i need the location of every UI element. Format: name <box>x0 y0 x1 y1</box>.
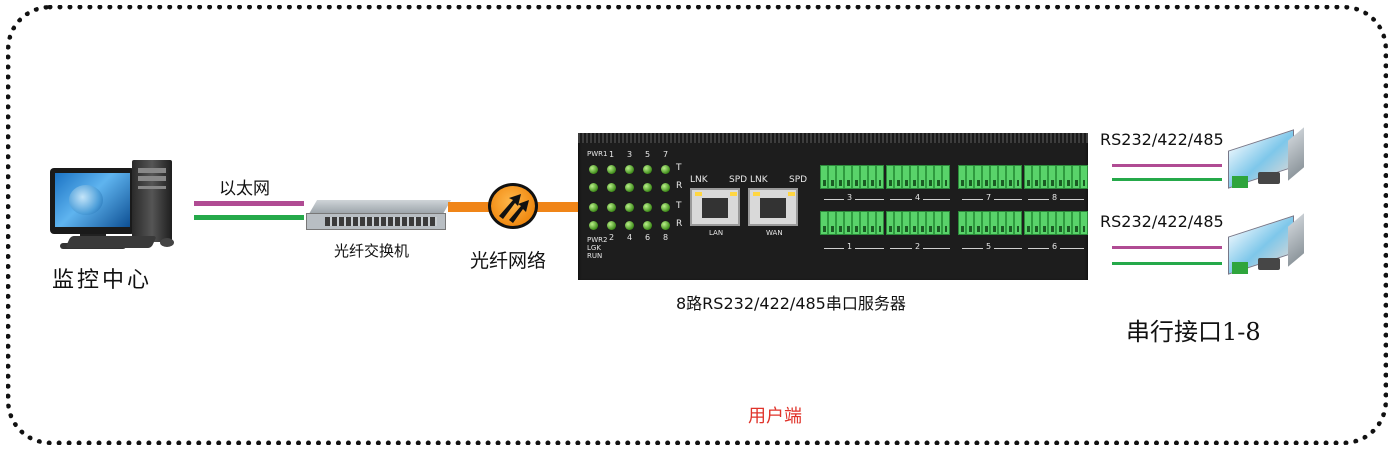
lan-lnk-label: LNK <box>690 175 708 185</box>
led-number-top-1: 1 <box>609 150 615 159</box>
terminal-label-1: 1 <box>844 242 856 251</box>
server-name-label: 8路RS232/422/485串口服务器 <box>676 294 906 313</box>
terminal-block <box>958 211 1022 235</box>
fiber-switch-label: 光纤交换机 <box>334 242 410 260</box>
monitor-center-label: 监控中心 <box>52 268 153 293</box>
serial-top-label: RS232/422/485 <box>1100 130 1224 149</box>
serial-line-purple-top <box>1112 164 1222 167</box>
wan-lnk-label: LNK <box>750 175 768 185</box>
led <box>607 165 616 174</box>
led <box>643 221 652 230</box>
led <box>589 183 598 192</box>
terminal-block <box>1024 211 1088 235</box>
terminal-block <box>1024 165 1088 189</box>
terminal-label-5: 5 <box>983 242 995 251</box>
led <box>643 183 652 192</box>
terminal-label-2: 2 <box>912 242 924 251</box>
led <box>589 165 598 174</box>
keyboard <box>65 236 157 248</box>
ethernet-line-green <box>194 215 304 220</box>
led-label-lgk: LGK <box>587 244 601 252</box>
led <box>607 221 616 230</box>
led-number-bottom-6: 6 <box>645 233 651 242</box>
serial-line-green-bottom <box>1112 262 1222 265</box>
wan-port-label: WAN <box>766 229 783 237</box>
led <box>661 165 670 174</box>
led-label-run: RUN <box>587 252 603 260</box>
user-end-label: 用户端 <box>748 406 802 427</box>
fiber-network-icon <box>488 183 538 229</box>
led <box>625 165 634 174</box>
led-label-r2: R <box>676 219 683 229</box>
diagram-frame <box>6 5 1388 445</box>
pc-tower <box>132 160 172 242</box>
mouse <box>160 238 174 247</box>
terminal-label-7: 7 <box>983 193 995 202</box>
wan-port <box>748 188 798 226</box>
led <box>625 221 634 230</box>
serial-line-green-top <box>1112 178 1222 181</box>
led <box>661 221 670 230</box>
serial-converter-icon <box>1222 213 1310 275</box>
fiber-switch-top <box>308 200 452 214</box>
serial-ports-label: 串行接口1-8 <box>1126 318 1261 346</box>
led <box>625 203 634 212</box>
led-number-bottom-8: 8 <box>663 233 669 242</box>
led-number-top-3: 3 <box>627 150 633 159</box>
terminal-block <box>886 211 950 235</box>
led-label-t1: T <box>676 163 682 173</box>
lan-spd-label: SPD <box>729 175 748 185</box>
terminal-block <box>820 211 884 235</box>
led-label-r1: R <box>676 181 683 191</box>
led <box>589 203 598 212</box>
serial-converter-icon <box>1222 127 1310 189</box>
led <box>661 183 670 192</box>
led <box>589 221 598 230</box>
lan-port-label: LAN <box>709 229 724 237</box>
fiber-network-label: 光纤网络 <box>470 250 547 272</box>
led <box>607 203 616 212</box>
terminal-block <box>886 165 950 189</box>
terminal-label-6: 6 <box>1049 242 1061 251</box>
monitor <box>50 168 135 234</box>
led-number-bottom-4: 4 <box>627 233 633 242</box>
terminal-label-3: 3 <box>844 193 856 202</box>
terminal-label-8: 8 <box>1049 193 1061 202</box>
led <box>661 203 670 212</box>
terminal-block <box>820 165 884 189</box>
led <box>643 165 652 174</box>
ethernet-label: 以太网 <box>219 179 270 199</box>
serial-line-purple-bottom <box>1112 246 1222 249</box>
led-number-top-7: 7 <box>663 150 669 159</box>
led <box>643 203 652 212</box>
fiber-switch-icon <box>306 213 446 230</box>
led-label-pwr1: PWR1 <box>587 150 608 158</box>
led-number-bottom-2: 2 <box>609 233 615 242</box>
led-number-top-5: 5 <box>645 150 651 159</box>
led-label-t2: T <box>676 201 682 211</box>
serial-server-device: PWR1 1 3 5 7 T R T R PWR2 LGK RUN 2 4 6 … <box>578 133 1088 280</box>
lan-port <box>690 188 740 226</box>
serial-bottom-label: RS232/422/485 <box>1100 212 1224 231</box>
terminal-block <box>958 165 1022 189</box>
terminal-label-4: 4 <box>912 193 924 202</box>
led <box>625 183 634 192</box>
wan-spd-label: SPD <box>789 175 808 185</box>
led <box>607 183 616 192</box>
ethernet-line-purple <box>194 201 304 206</box>
led-label-pwr2: PWR2 <box>587 236 608 244</box>
